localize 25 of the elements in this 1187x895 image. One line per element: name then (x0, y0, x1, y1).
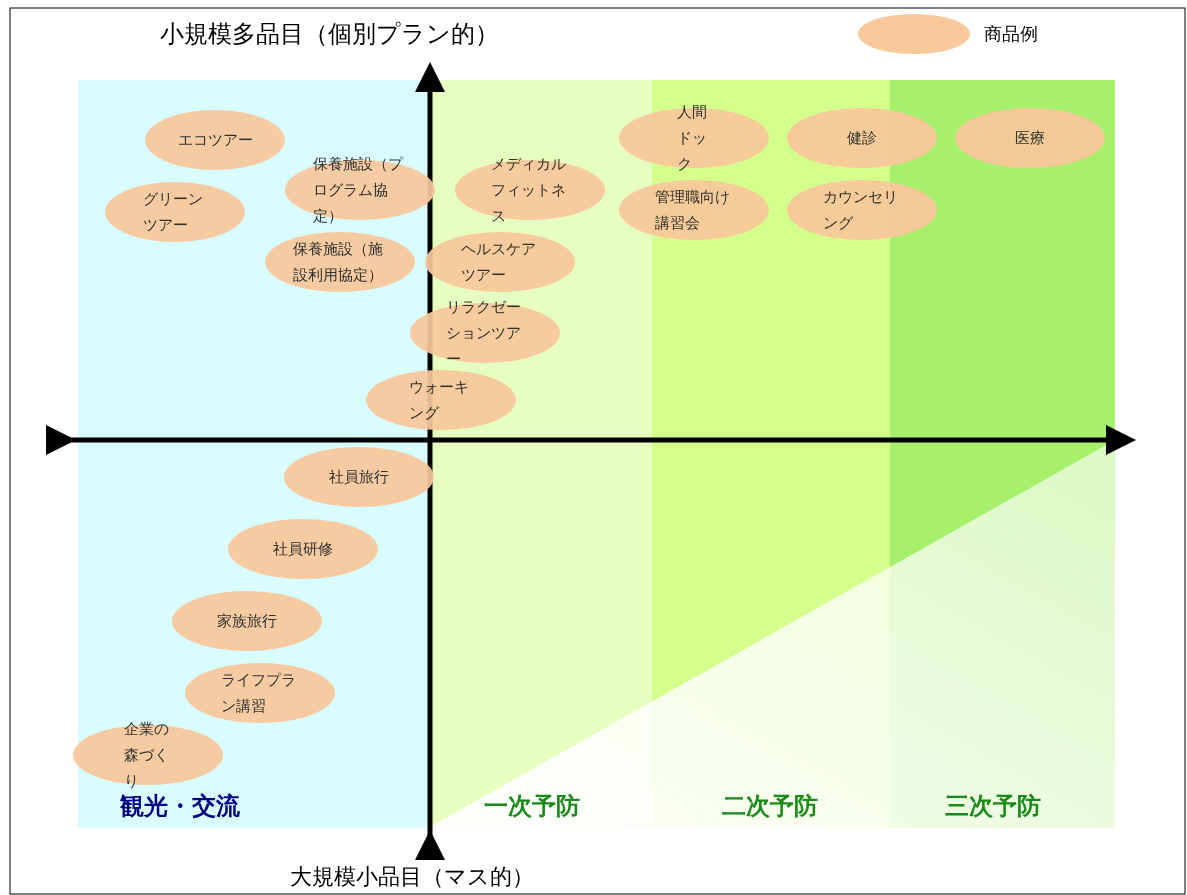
product-name: 医療 (1015, 128, 1045, 149)
product-name: メディカルフィットネス (490, 154, 567, 227)
product-name: 社員旅行 (329, 467, 389, 488)
product-name: 社員研修 (273, 539, 333, 560)
product-name: ヘルスケアツアー (460, 239, 537, 286)
product-name: 企業の森づくり (123, 719, 170, 792)
axis-title: 大規模小品目（マス的） (290, 863, 534, 891)
zone-label: 一次予防 (484, 791, 580, 822)
product-name: リラクゼーションツアー (445, 297, 522, 370)
product-name: 健診 (847, 128, 877, 149)
zone-label: 三次予防 (945, 791, 1041, 822)
product-name: ウォーキング (409, 377, 470, 424)
product-name: カウンセリング (822, 187, 899, 234)
product-name: 管理職向け講習会 (654, 187, 731, 234)
product-name: 人間ドック (677, 102, 708, 175)
product-name: エコツアー (177, 130, 253, 151)
axis-title: 小規模多品目（個別プラン的） (160, 19, 499, 50)
legend-label: 商品例 (984, 22, 1038, 46)
product-name: 家族旅行 (217, 611, 277, 632)
product-name: ライフプラン講習 (220, 670, 297, 717)
zone-label: 二次予防 (722, 791, 818, 822)
zone-label: 観光・交流 (120, 791, 240, 822)
product-name: 保養施設（施設利用協定） (293, 239, 384, 286)
product-name: 保養施設（プログラム協定） (313, 154, 405, 227)
product-name: グリーンツアー (143, 189, 204, 236)
